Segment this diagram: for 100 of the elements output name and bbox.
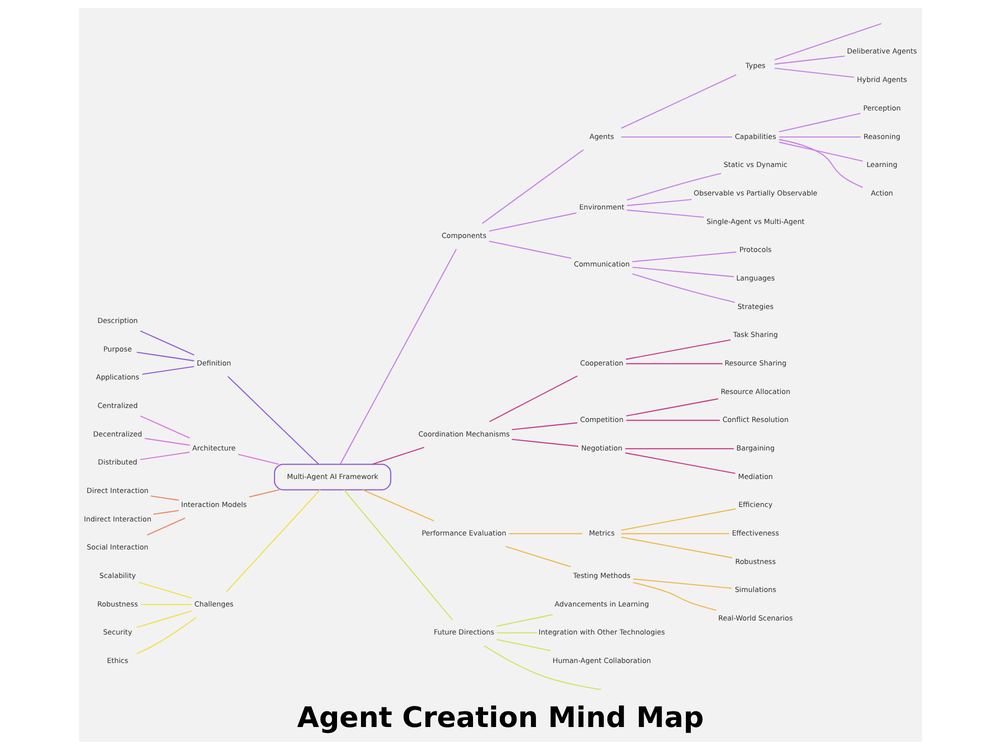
- connector: [511, 438, 578, 447]
- connector: [372, 446, 424, 465]
- node-text: Resource Allocation: [720, 386, 790, 396]
- node-text: Coordination Mechanisms: [418, 429, 510, 438]
- node-text: Components: [441, 230, 486, 240]
- node-text: Distributed: [97, 458, 137, 467]
- node-text: Robustness: [734, 556, 776, 566]
- node-text: Purpose: [102, 344, 132, 354]
- node-text: Communication: [573, 259, 630, 268]
- node-text: Future Directions: [433, 628, 494, 637]
- connector: [496, 632, 537, 634]
- connector: [152, 510, 178, 515]
- connector: [778, 112, 860, 132]
- node-text: Environment: [578, 202, 624, 212]
- node-text: Single-Agent vs Multi-Agent: [706, 216, 804, 226]
- connector: [626, 210, 704, 218]
- node-text: Integration with Other Technologies: [538, 628, 664, 637]
- node-text: Reasoning: [863, 132, 900, 141]
- node-text: Scalability: [98, 570, 136, 580]
- node-text: Cooperation: [580, 358, 623, 368]
- connector: [146, 518, 185, 536]
- node-text: Effectiveness: [731, 528, 779, 538]
- connector: [626, 199, 692, 206]
- connector: [632, 578, 732, 589]
- node-text: Real-World Scenarios: [718, 613, 792, 622]
- connector: [142, 366, 194, 375]
- node-text: Decentralized: [92, 429, 142, 438]
- connector: [488, 375, 578, 422]
- connector: [144, 438, 190, 446]
- connector: [624, 452, 735, 474]
- connector: [481, 149, 584, 224]
- connector: [774, 23, 881, 60]
- node-text: Negotiation: [580, 443, 622, 452]
- connector: [496, 638, 550, 652]
- node-text: Testing Methods: [572, 570, 630, 580]
- connector: [339, 248, 456, 464]
- node-text: Definition: [196, 358, 231, 368]
- connector: [488, 212, 576, 232]
- node-text: Efficiency: [738, 500, 772, 510]
- connector: [504, 546, 570, 568]
- node-text: Interaction Models: [180, 500, 246, 510]
- connector: [138, 582, 192, 598]
- connector: [248, 489, 279, 498]
- connector: [508, 533, 582, 534]
- connector: [626, 172, 721, 201]
- node-text: Metrics: [588, 528, 614, 538]
- node-text: Simulations: [734, 585, 776, 594]
- connector: [150, 495, 178, 501]
- connector: [140, 415, 190, 439]
- connector: [625, 339, 730, 360]
- connector: [632, 252, 736, 262]
- node-text: Social Interaction: [86, 542, 148, 552]
- node-text: Security: [102, 628, 132, 637]
- node-text: Observable vs Partially Observable: [693, 188, 817, 198]
- node-text: Description: [96, 316, 138, 325]
- node-box: Multi-Agent AI Framework: [273, 464, 391, 490]
- connector: [625, 363, 722, 364]
- connector: [774, 68, 854, 78]
- node-text: Competition: [580, 415, 623, 424]
- connector: [140, 604, 192, 606]
- connector: [626, 420, 720, 421]
- node-text: Agents: [588, 132, 614, 141]
- connector: [511, 422, 577, 430]
- connector: [778, 142, 862, 162]
- node-text: Ethics: [106, 656, 128, 665]
- connector: [624, 448, 734, 450]
- connector: [362, 489, 434, 522]
- node-text: Performance Evaluation: [421, 528, 506, 538]
- connector: [620, 533, 729, 534]
- node-text: Static vs Dynamic: [723, 160, 787, 170]
- node-text: Advancements in Learning: [554, 599, 648, 608]
- node-text: Architecture: [192, 443, 236, 452]
- connector: [226, 489, 320, 592]
- connector: [778, 139, 862, 188]
- connector: [140, 452, 190, 460]
- node-text: Action: [870, 188, 893, 198]
- node-text: Centralized: [96, 400, 138, 410]
- node-text: Task Sharing: [732, 330, 778, 340]
- connector: [778, 136, 860, 138]
- connector: [343, 489, 452, 620]
- node-text: Direct Interaction: [86, 486, 148, 495]
- node-text: Strategies: [736, 302, 774, 311]
- node-text: Mediation: [738, 472, 772, 481]
- node-text: Perception: [862, 103, 900, 112]
- node-text: Deliberative Agents: [846, 46, 916, 56]
- connector: [774, 56, 844, 65]
- node-text: Applications: [95, 372, 139, 382]
- node-text: Capabilities: [734, 132, 776, 141]
- connector: [496, 614, 552, 627]
- connector: [227, 376, 318, 464]
- node-text: Learning: [866, 160, 897, 170]
- node-text: Robustness: [96, 599, 138, 608]
- connector: [140, 330, 194, 356]
- connector: [632, 582, 716, 611]
- node-text: Hybrid Agents: [856, 75, 907, 84]
- connector: [632, 273, 734, 303]
- diagram-title: Agent Creation Mind Map: [296, 701, 704, 734]
- connector: [237, 454, 279, 465]
- connector: [620, 536, 732, 558]
- connector: [136, 610, 192, 628]
